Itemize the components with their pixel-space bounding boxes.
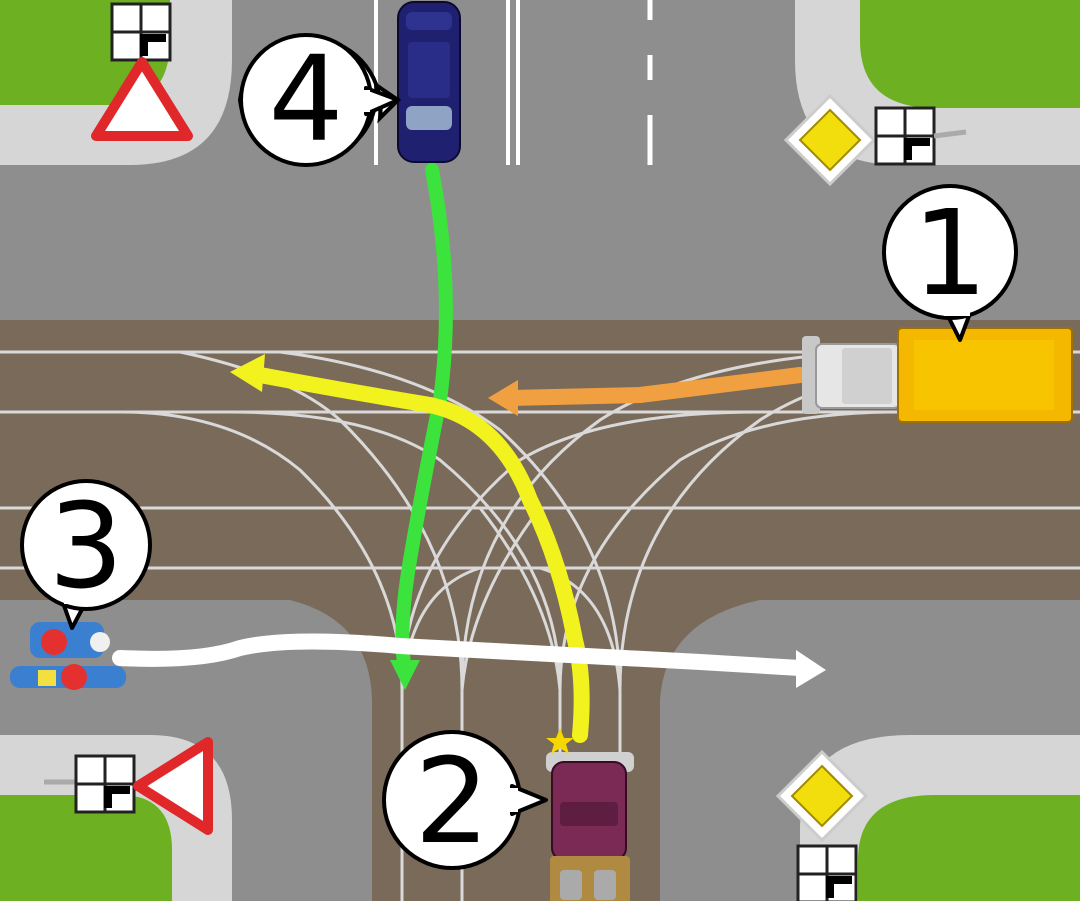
- vehicle-number-2: 2: [414, 732, 489, 870]
- junction-layout-plate-icon: [796, 844, 858, 901]
- path-green-arrowhead: [390, 660, 420, 690]
- vehicle-number-4: 4: [268, 30, 343, 168]
- junction-layout-plate-icon: [874, 106, 967, 166]
- turn-signal-icon: [546, 728, 574, 754]
- path-green-car4: [395, 163, 453, 677]
- junction-layout-plate-icon: [110, 2, 172, 62]
- yield-sign-icon: [91, 57, 193, 141]
- vehicle-label-3: 3: [20, 477, 152, 630]
- path-orange-arrowhead: [488, 380, 518, 416]
- vehicle-number-1: 1: [912, 184, 987, 322]
- priority-road-sign-icon: [783, 93, 877, 187]
- vehicle-label-4: 4: [237, 30, 402, 168]
- car-icon: [546, 752, 634, 901]
- path-white-moto: [112, 633, 808, 676]
- junction-layout-plate-icon: [44, 754, 136, 814]
- vehicle-label-1: 1: [882, 184, 1018, 342]
- car-icon: [397, 1, 461, 163]
- path-orange-truck: [502, 367, 808, 406]
- path-yellow-arrowhead: [230, 354, 265, 392]
- corner-ne: [795, 0, 1080, 165]
- corner-se: [800, 735, 1080, 901]
- path-white-arrowhead: [796, 650, 826, 688]
- truck-icon: [802, 327, 1073, 423]
- priority-road-sign-icon: [775, 749, 869, 843]
- yield-sign-icon: [133, 737, 213, 835]
- movement-paths: [112, 163, 826, 743]
- motorcycle-icon: [10, 622, 126, 690]
- vehicle-label-2: 2: [382, 730, 548, 870]
- vehicle-number-3: 3: [48, 477, 123, 615]
